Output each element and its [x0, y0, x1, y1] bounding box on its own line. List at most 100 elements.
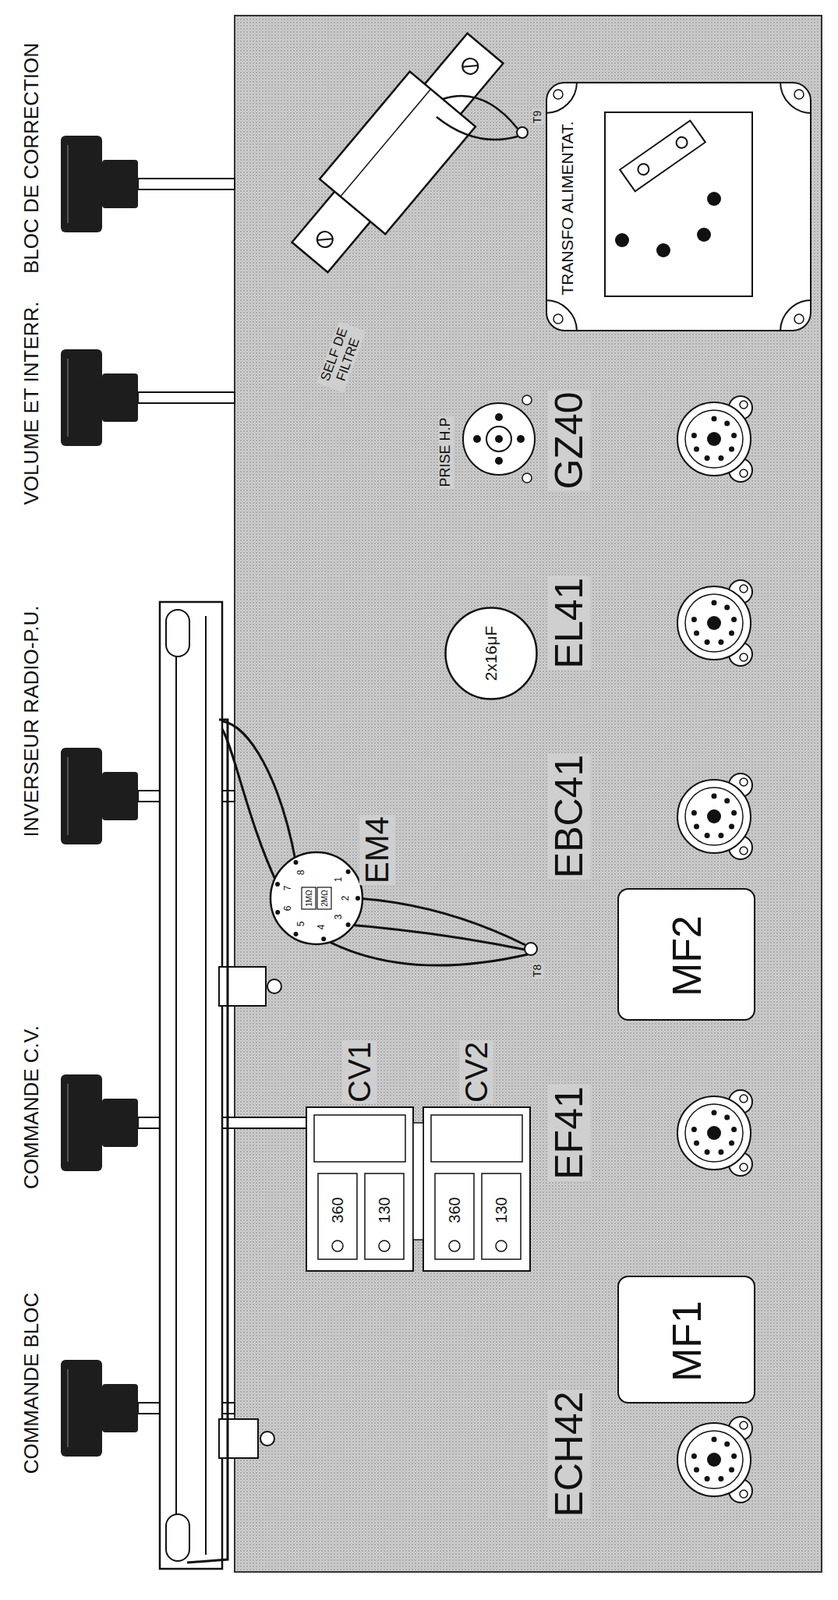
- trimmer: [318, 1173, 358, 1259]
- tube-label: GZ40: [548, 389, 591, 491]
- socket-pin: [346, 869, 351, 874]
- knob-shaft: [137, 178, 235, 190]
- socket-pin: [275, 881, 280, 887]
- resistor-symbol: [301, 887, 316, 909]
- pin-number: 7: [283, 883, 294, 893]
- lead-wire: [323, 938, 528, 966]
- node-label: MF2: [664, 913, 710, 998]
- speaker-socket: [495, 413, 503, 421]
- control-label: BLOC DE CORRECTION: [20, 41, 43, 276]
- terminal: [516, 127, 528, 138]
- lead-wire: [436, 116, 518, 140]
- control-label: COMMANDE C.V.: [20, 1023, 43, 1191]
- screw: [553, 314, 563, 324]
- speaker-socket: [495, 456, 503, 465]
- screw: [522, 473, 532, 483]
- screw: [522, 395, 532, 405]
- variable-capacitor: [306, 1106, 414, 1271]
- pin-number: 6: [283, 904, 294, 913]
- screw: [495, 1240, 507, 1252]
- control-label: COMMANDE BLOC: [20, 1290, 43, 1476]
- control-label: VOLUME ET INTERR.: [20, 299, 43, 506]
- filter-capacitor-can-outline: [445, 608, 538, 700]
- tube-label: EF41: [548, 1084, 591, 1181]
- dial-wire: [187, 719, 228, 1563]
- tuning-eye-socket: [270, 852, 363, 945]
- tube-label: EL41: [548, 576, 591, 671]
- rail-bracket: [219, 966, 266, 1006]
- variable-capacitor: [423, 1106, 531, 1271]
- screw: [794, 89, 804, 100]
- power-transformer: TRANSFO ALIMENTAT.: [545, 81, 812, 332]
- dial-rail: [159, 601, 223, 1569]
- dial-rail: [175, 615, 177, 1555]
- capacitor-plates: [314, 1114, 406, 1162]
- socket-pin: [293, 931, 299, 937]
- lead-wire: [222, 728, 278, 884]
- transformer-corner: [545, 300, 577, 332]
- pin-number: 4: [316, 922, 327, 932]
- terminal: [524, 942, 538, 955]
- rail-bracket: [219, 1418, 259, 1458]
- trimmer: [364, 1173, 404, 1259]
- lead-wire: [348, 924, 526, 950]
- speaker-socket: [486, 426, 512, 452]
- tube-socket: [677, 396, 753, 482]
- dial-rail: [205, 615, 207, 1555]
- capacitor-plates: [431, 1114, 523, 1162]
- screw: [267, 979, 282, 994]
- tube-socket: [677, 773, 753, 860]
- terminal-label: T8: [531, 962, 544, 979]
- socket-pin: [293, 859, 299, 865]
- socket-pin: [355, 895, 361, 901]
- screw: [794, 314, 804, 324]
- node-label: 2x16μF: [481, 624, 500, 683]
- filter-choke: [276, 21, 518, 286]
- gang-frame: [413, 1122, 424, 1240]
- screw: [378, 1240, 390, 1252]
- speaker-socket: [516, 434, 525, 443]
- terminal-label: T9: [531, 109, 544, 125]
- chassis-plate: [234, 15, 822, 1572]
- screw: [260, 1431, 275, 1446]
- transformer-core: [604, 112, 753, 297]
- tube-label: ECH42: [548, 1389, 591, 1518]
- node-label: MF1: [664, 1298, 710, 1383]
- transformer-corner: [780, 300, 812, 332]
- part-label: PRISE H.P: [438, 415, 454, 488]
- resistor-symbol: [317, 887, 332, 909]
- tube-label: EBC41: [548, 753, 591, 880]
- speaker-socket: [495, 434, 503, 443]
- speaker-socket: [473, 434, 481, 443]
- node-label: TRANSFO ALIMENTAT.: [558, 119, 577, 297]
- trimmer-value: 130: [492, 1195, 510, 1224]
- control-label: INVERSEUR RADIO-P.U.: [20, 603, 43, 838]
- if-transformer-can: MF1: [617, 1275, 756, 1404]
- part-label: SELF DE FILTRE: [316, 321, 367, 393]
- control-knob: [60, 747, 138, 845]
- resistor-value: 2MΩ: [320, 887, 329, 908]
- rail-pulley: [166, 1513, 190, 1561]
- lead-wire: [357, 898, 526, 945]
- trimmer-value: 360: [445, 1195, 464, 1224]
- transformer-corner: [545, 81, 577, 114]
- rail-pulley: [166, 609, 190, 657]
- screw: [449, 1240, 460, 1252]
- socket-pin: [321, 936, 326, 941]
- pin-number: 5: [296, 919, 307, 929]
- resistor-value: 1MΩ: [304, 887, 314, 908]
- tube-socket: [677, 579, 753, 666]
- lead-hole: [707, 191, 722, 206]
- capacitor-label: CV1: [342, 1039, 377, 1104]
- trimmer: [481, 1173, 521, 1259]
- trimmer-value: 130: [375, 1195, 393, 1224]
- screw: [332, 1240, 343, 1252]
- screw: [553, 89, 563, 100]
- trimmer-value: 360: [328, 1195, 347, 1224]
- terminal-strip: [619, 120, 706, 192]
- pin-number: 3: [334, 912, 345, 922]
- filter-capacitor-can: 2x16μF: [444, 606, 538, 701]
- capacitor-label: CV2: [459, 1039, 494, 1104]
